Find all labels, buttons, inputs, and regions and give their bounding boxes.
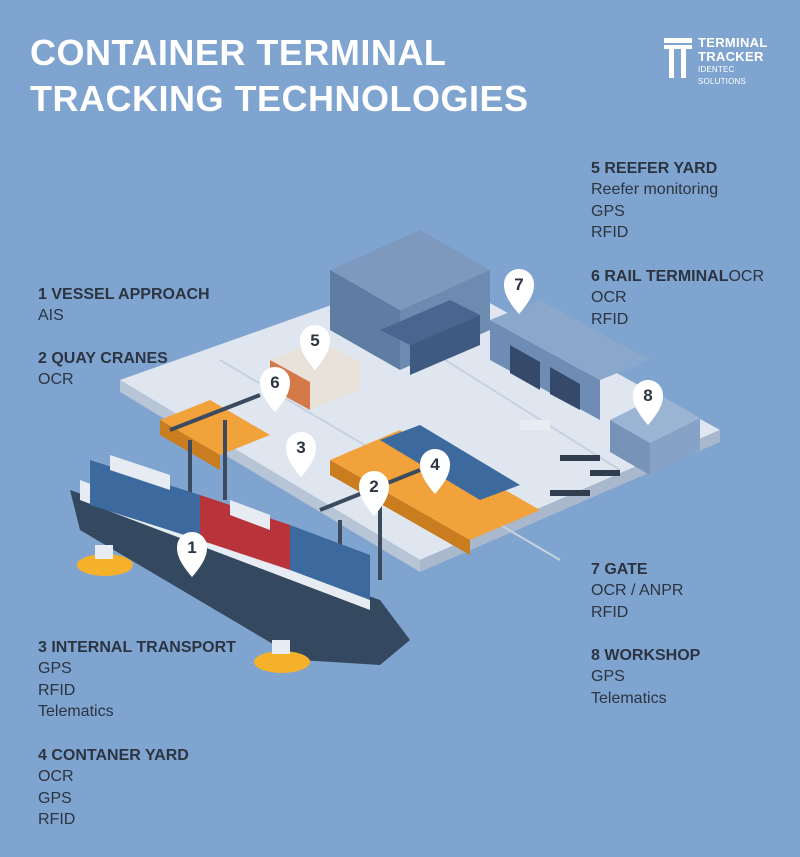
map-pins: 1 2 3 4 5 6 7 8 <box>177 269 663 577</box>
section-heading: 7 GATE <box>591 561 648 578</box>
pin-6: 6 <box>260 367 290 412</box>
pin-1: 1 <box>177 532 207 577</box>
svg-text:2: 2 <box>369 477 378 496</box>
section-workshop: 8 WORKSHOP GPS Telematics <box>591 645 700 709</box>
trucks <box>520 420 620 496</box>
section-item: GPS <box>38 789 72 807</box>
container-ship <box>70 455 410 665</box>
section-vessel-approach: 1 VESSEL APPROACH AIS <box>38 284 210 327</box>
svg-text:4: 4 <box>430 455 440 474</box>
section-item: RFID <box>38 811 76 828</box>
office-building <box>330 230 490 375</box>
title-line-1: CONTAINER TERMINAL <box>30 32 447 73</box>
section-heading: 6 RAIL TERMINALOCR <box>591 268 765 285</box>
section-internal-transport: 3 INTERNAL TRANSPORT GPS RFID Telematics <box>38 637 236 723</box>
section-gate: 7 GATE OCR / ANPR RFID <box>591 559 683 623</box>
pin-7: 7 <box>504 269 534 314</box>
terminal-illustration: 1 2 3 4 5 6 7 8 <box>70 230 720 673</box>
svg-text:3: 3 <box>296 438 305 457</box>
svg-text:5: 5 <box>310 331 319 350</box>
section-heading: 5 REEFER YARD <box>591 160 718 177</box>
section-item: GPS <box>591 668 625 685</box>
section-item: Telematics <box>38 703 114 720</box>
section-item: AIS <box>38 307 64 324</box>
section-heading: 1 VESSEL APPROACH <box>38 286 210 303</box>
section-heading: 2 QUAY CRANES <box>38 350 168 367</box>
section-quay-cranes: 2 QUAY CRANES OCR <box>38 348 168 391</box>
section-item: OCR <box>591 289 627 306</box>
svg-text:6: 6 <box>270 373 279 392</box>
section-item: Reefer monitoring <box>591 181 719 198</box>
svg-text:1: 1 <box>187 538 196 557</box>
logo-line-3: IDENTEC SOLUTIONS <box>698 65 747 86</box>
section-item: RFID <box>591 224 629 241</box>
section-item: RFID <box>38 681 76 699</box>
workshop-building <box>610 395 700 475</box>
section-item: RFID <box>591 603 629 621</box>
pin-2: 2 <box>359 471 389 516</box>
title-line-2: TRACKING TECHNOLOGIES <box>30 78 529 119</box>
section-heading: 3 INTERNAL TRANSPORT <box>38 639 236 656</box>
section-item: OCR <box>38 371 74 388</box>
svg-text:7: 7 <box>514 275 523 294</box>
section-container-yard: 4 CONTANER YARD OCR GPS RFID <box>38 745 189 831</box>
svg-text:8: 8 <box>643 386 652 405</box>
section-item: OCR <box>38 768 74 785</box>
pin-3: 3 <box>286 432 316 477</box>
section-rail-terminal: 6 RAIL TERMINALOCR OCR RFID <box>591 266 764 330</box>
section-item: Telematics <box>591 689 667 707</box>
pin-8: 8 <box>633 380 663 425</box>
pin-4: 4 <box>420 449 450 494</box>
tt-logo-icon <box>664 38 692 78</box>
section-item: GPS <box>38 660 72 677</box>
logo-line-2: TRACKER <box>698 49 764 64</box>
terminal-tracker-logo: TERMINAL TRACKER IDENTEC SOLUTIONS <box>664 35 774 86</box>
section-item: GPS <box>591 202 625 220</box>
page-title: CONTAINER TERMINAL TRACKING TECHNOLOGIES <box>30 30 529 122</box>
section-reefer-yard: 5 REEFER YARD Reefer monitoring GPS RFID <box>591 158 718 244</box>
section-heading: 8 WORKSHOP <box>591 647 701 664</box>
section-item: OCR / ANPR <box>591 582 684 599</box>
pin-5: 5 <box>300 325 330 370</box>
tugboats <box>77 545 310 673</box>
section-item: RFID <box>591 310 629 328</box>
section-heading: 4 CONTANER YARD <box>38 747 189 764</box>
logo-line-1: TERMINAL <box>698 35 768 50</box>
gate-building <box>490 300 650 420</box>
